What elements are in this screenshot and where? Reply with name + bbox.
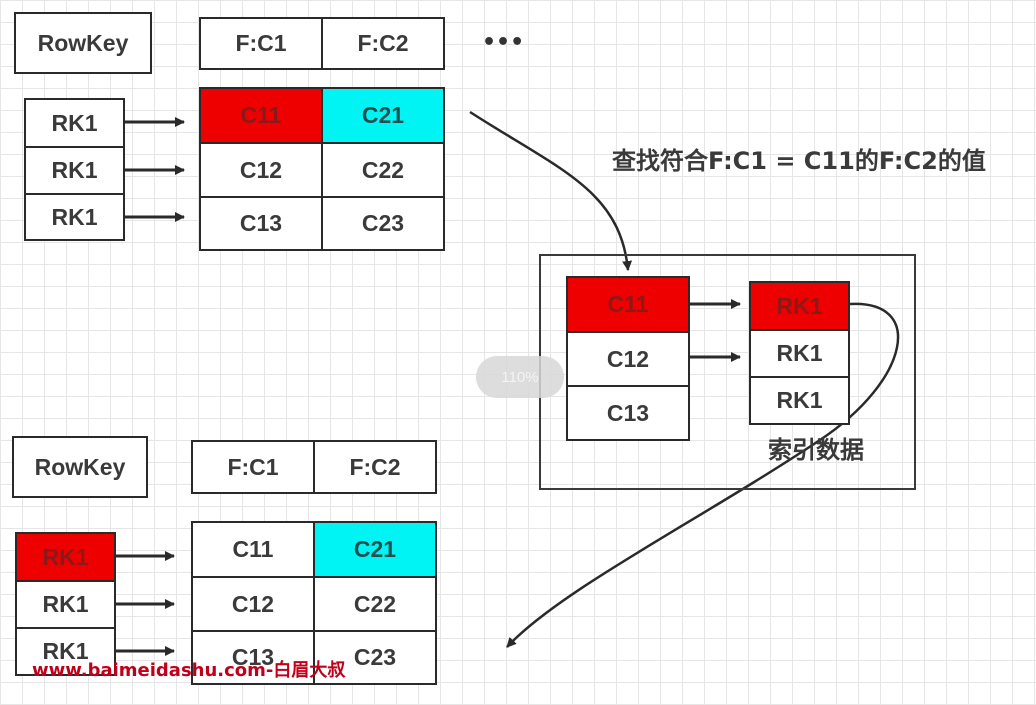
index-rowkey-1: RK1 — [749, 281, 850, 331]
bottom-cell-c12: C12 — [191, 576, 315, 632]
top-col-header-fc2: F:C2 — [321, 17, 445, 70]
index-rowkey-3: RK1 — [749, 376, 850, 425]
top-cell-c11: C11 — [199, 87, 323, 144]
top-cell-c22: C22 — [321, 142, 445, 198]
bottom-rowkey-1: RK1 — [15, 532, 116, 582]
lookup-curve-arrow — [469, 110, 633, 271]
top-ellipsis: ••• — [482, 30, 525, 55]
top-cell-c13: C13 — [199, 196, 323, 251]
zoom-level-badge: 110% — [476, 356, 564, 398]
site-watermark: www.baimeidashu.com-白眉大叔 — [32, 660, 346, 681]
bottom-col-header-fc2: F:C2 — [313, 440, 437, 494]
top-rowkey-header: RowKey — [14, 12, 152, 74]
bottom-cell-c23: C23 — [313, 630, 437, 685]
top-cell-c21: C21 — [321, 87, 445, 144]
index-value-c11: C11 — [566, 276, 690, 333]
bottom-cell-c21: C21 — [313, 521, 437, 578]
query-description: 查找符合F:C1 = C11的F:C2的值 — [612, 147, 986, 175]
bottom-rowkey-2: RK1 — [15, 580, 116, 629]
index-rowkey-2: RK1 — [749, 329, 850, 378]
top-col-header-fc1: F:C1 — [199, 17, 323, 70]
top-rowkey-1: RK1 — [24, 98, 125, 148]
bottom-rowkey-header: RowKey — [12, 436, 148, 498]
index-caption: 索引数据 — [768, 436, 864, 464]
bottom-cell-c11: C11 — [191, 521, 315, 578]
bottom-cell-c13: C13 — [191, 630, 315, 685]
top-rowkey-2: RK1 — [24, 146, 125, 195]
bottom-col-header-fc1: F:C1 — [191, 440, 315, 494]
bottom-cell-c22: C22 — [313, 576, 437, 632]
bottom-rowkey-3: RK1 — [15, 627, 116, 676]
index-value-c12: C12 — [566, 331, 690, 387]
index-value-c13: C13 — [566, 385, 690, 441]
top-rowkey-3: RK1 — [24, 193, 125, 241]
top-cell-c12: C12 — [199, 142, 323, 198]
top-cell-c23: C23 — [321, 196, 445, 251]
